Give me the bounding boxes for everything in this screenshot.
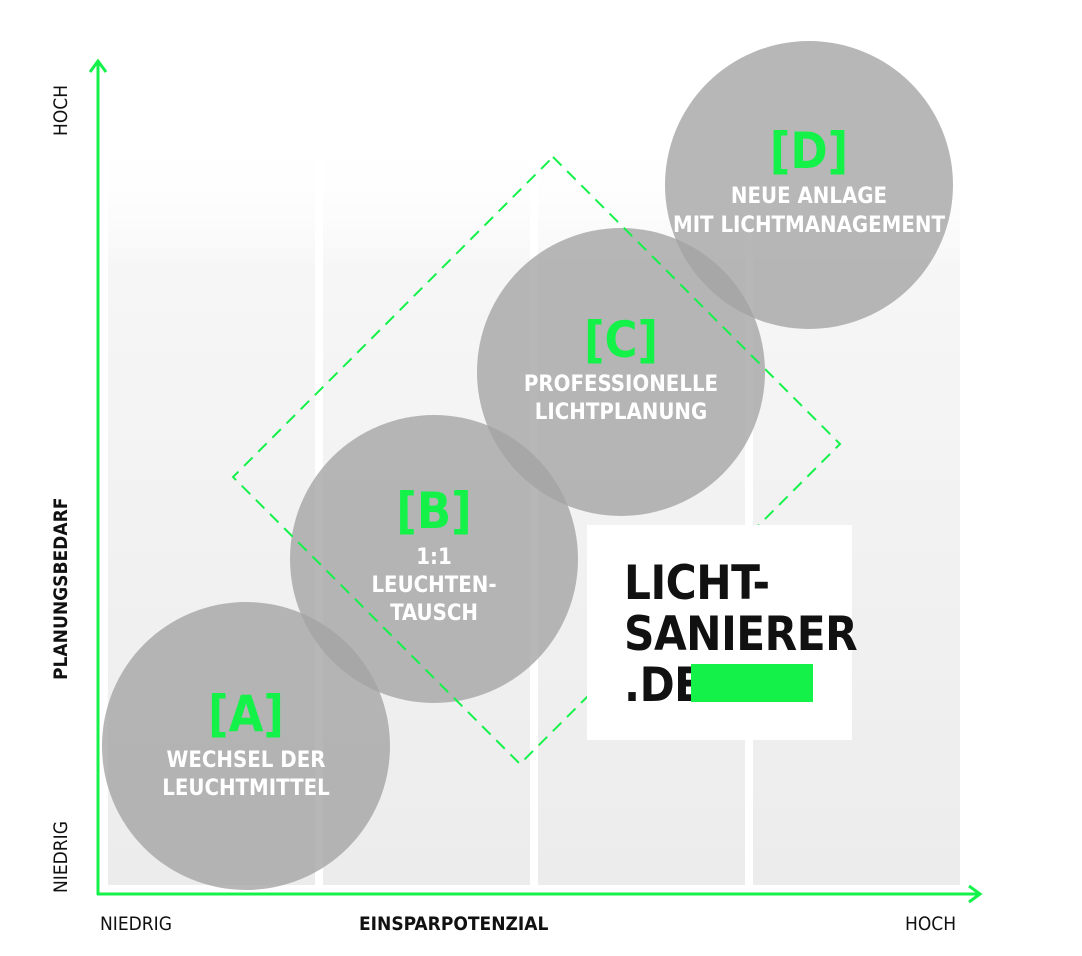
logo-line-3: .DE (624, 658, 703, 713)
y-axis-high-label: HOCH (50, 84, 72, 136)
bubble-b (290, 415, 578, 703)
focus-area-dashed-outline (231, 155, 842, 766)
bubbles (102, 41, 953, 890)
bubble-b-line-1: 1:1 (416, 545, 451, 570)
bubble-d-letter: [D] (770, 122, 848, 180)
x-axis-title: EINSPARPOTENZIAL (359, 913, 549, 935)
x-axis (97, 884, 983, 904)
logo-accent-bar (691, 664, 813, 702)
bubble-d-line-1: NEUE ANLAGE (731, 184, 887, 209)
bubble-c-line-2: LICHTPLANUNG (535, 400, 707, 425)
logo-line-2: SANIERER (624, 607, 858, 662)
y-axis-arrowhead (88, 58, 108, 73)
x-axis-low-label: NIEDRIG (100, 913, 172, 935)
bubble-a-letter: [A] (208, 685, 284, 743)
y-axis (88, 58, 108, 895)
bubble-a (102, 602, 390, 890)
brand-logo: LICHT- SANIERER .DE (587, 525, 858, 740)
bubble-a-line-1: WECHSEL DER (167, 748, 326, 773)
bubble-d (665, 41, 953, 329)
bubble-b-letter: [B] (396, 482, 471, 540)
bubble-a-line-2: LEUCHTMITTEL (162, 776, 330, 801)
logo-line-1: LICHT- (624, 556, 770, 611)
x-axis-arrowhead (968, 884, 983, 904)
bubble-b-line-2: LEUCHTEN- (371, 573, 496, 598)
bubble-c (477, 228, 765, 516)
x-axis-high-label: HOCH (905, 913, 957, 935)
y-axis-low-label: NIEDRIG (50, 821, 72, 893)
y-axis-title: PLANUNGSBEDARF (50, 497, 72, 680)
bubble-d-line-2: MIT LICHTMANAGEMENT (673, 213, 945, 238)
bubble-b-line-3: TAUSCH (390, 601, 478, 626)
bubble-labels: [A] WECHSEL DER LEUCHTMITTEL [B] 1:1 LEU… (162, 122, 945, 801)
bubble-c-line-1: PROFESSIONELLE (524, 372, 718, 397)
bubble-c-letter: [C] (584, 311, 658, 369)
